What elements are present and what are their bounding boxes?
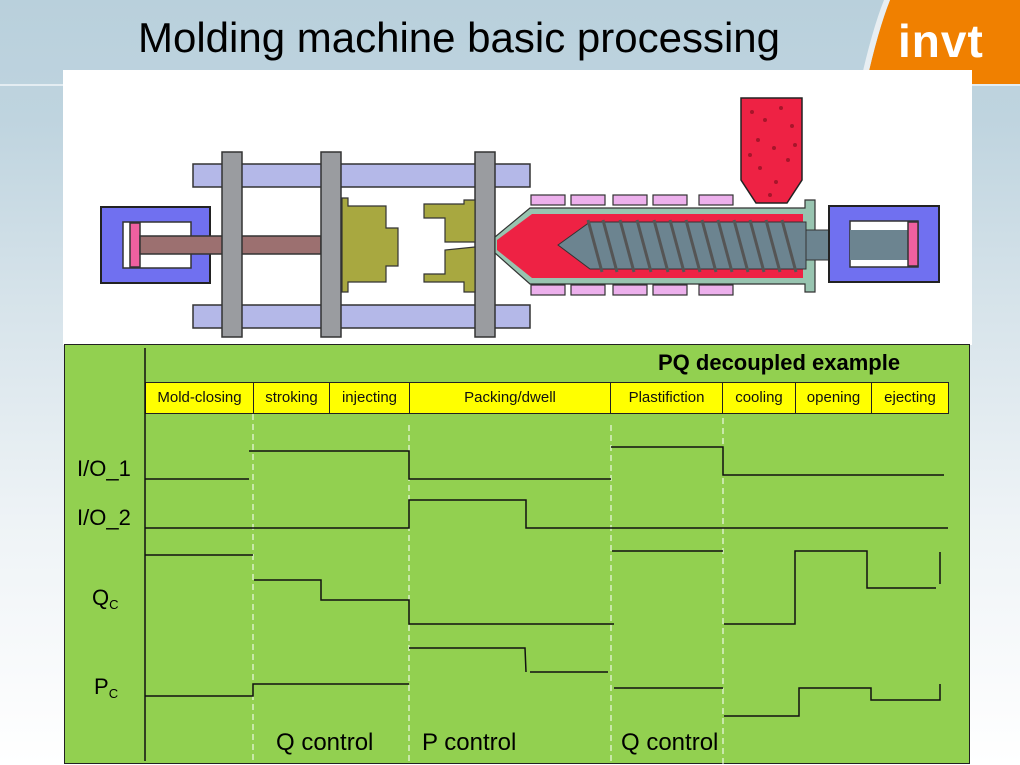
- trace-io2: [145, 499, 948, 529]
- mold-half-fixed-bottom: [423, 246, 476, 293]
- trace-qc: [724, 550, 936, 625]
- logo-swoosh: [860, 0, 890, 84]
- machine-illustration-area: [63, 70, 972, 345]
- phase-cooling: cooling: [723, 383, 796, 413]
- trace-pc: [145, 683, 409, 697]
- heater-bands: [530, 194, 734, 296]
- control-mode-p: P control: [422, 729, 517, 756]
- mold-half-fixed-top: [423, 199, 476, 243]
- invt-logo: [860, 0, 1020, 84]
- phase-packing-dwell: Packing/dwell: [410, 383, 611, 413]
- mold-half-moving: [341, 197, 399, 293]
- signal-label-io1: I/O_1: [77, 456, 131, 482]
- hopper: [740, 97, 803, 204]
- molding-machine-diagram: [100, 97, 940, 338]
- tie-bar-top: [192, 163, 531, 188]
- signal-subscript: C: [108, 686, 119, 701]
- phase-injecting: injecting: [330, 383, 410, 413]
- timing-panel: [64, 344, 970, 764]
- phase-mold-closing: Mold-closing: [146, 383, 254, 413]
- phase-row: Mold-closing stroking injecting Packing/…: [145, 382, 949, 414]
- signal-name: P: [94, 674, 109, 699]
- logo-text: invt: [898, 15, 984, 67]
- signal-label-qc: QC: [92, 585, 119, 612]
- trace-qc: [254, 579, 614, 625]
- phase-ejecting: ejecting: [884, 389, 936, 406]
- signal-name: Q: [92, 585, 110, 610]
- timing-title: PQ decoupled example: [658, 350, 901, 375]
- hopper-granules: [748, 106, 797, 197]
- signal-name: I/O_1: [77, 456, 131, 481]
- injection-piston: [907, 221, 919, 267]
- signal-subscript: C: [109, 597, 119, 612]
- signal-label-io2: I/O_2: [77, 505, 131, 531]
- tie-bar-bottom: [192, 304, 531, 329]
- page-title: Molding machine basic processing: [138, 14, 780, 61]
- phase-plastifiction: Plastifiction: [611, 383, 723, 413]
- signal-label-pc: PC: [94, 674, 118, 701]
- trace-pc: [724, 684, 941, 717]
- control-mode-q-2: Q control: [621, 729, 719, 756]
- rear-platen: [221, 151, 243, 338]
- signal-name: I/O_2: [77, 505, 131, 530]
- phase-dividers: [252, 414, 724, 764]
- trace-io1: [249, 450, 611, 480]
- moving-platen: [320, 151, 342, 338]
- logo-background-shape: [866, 0, 1020, 84]
- control-mode-q-1: Q control: [276, 729, 374, 756]
- injection-rod: [850, 230, 910, 260]
- trace-pc: [409, 647, 527, 673]
- phase-stroking: stroking: [254, 383, 330, 413]
- phase-opening: opening: [796, 383, 872, 413]
- screw-flights: [586, 219, 798, 273]
- trace-io1: [611, 446, 944, 476]
